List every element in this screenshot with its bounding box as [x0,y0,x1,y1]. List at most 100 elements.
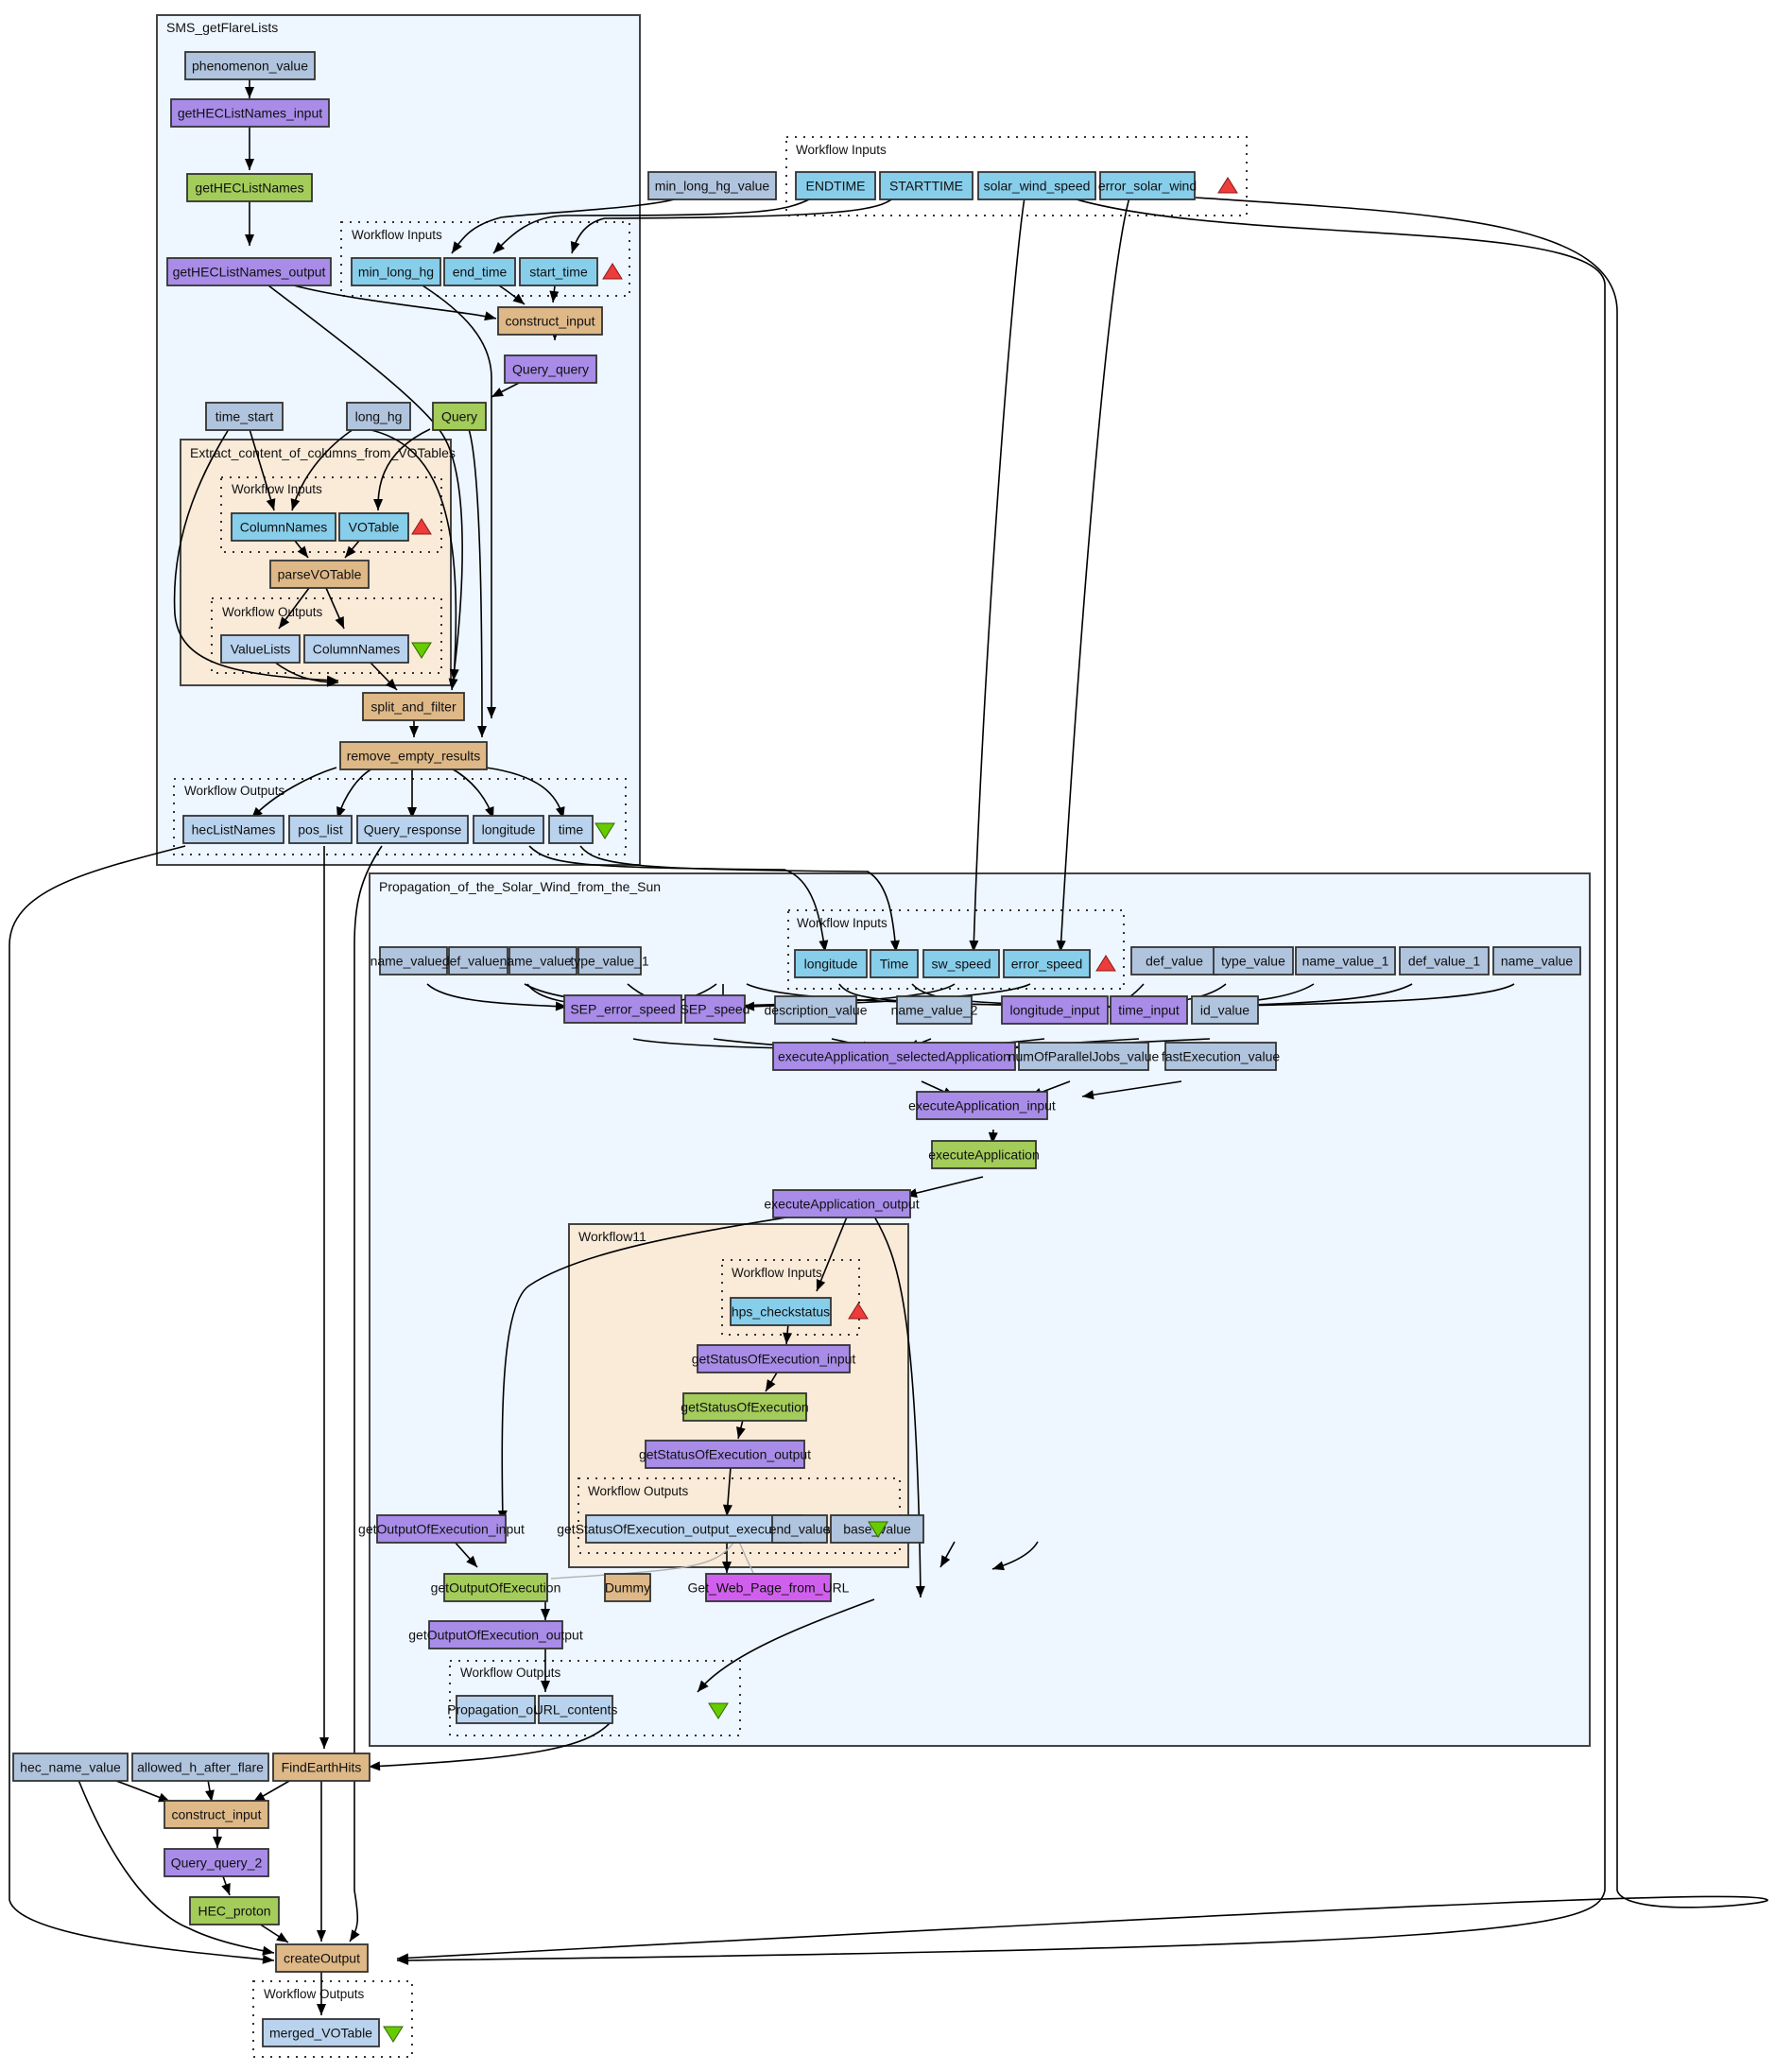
node-label: merged_VOTable [269,2026,372,2041]
node-min-long-hg[interactable]: min_long_hg [351,257,441,286]
node-time-input[interactable]: time_input [1110,995,1188,1025]
node-fastexecution-value[interactable]: fastExecution_value [1162,1042,1281,1071]
node-get-web-page-from-url[interactable]: Get_Web_Page_from_URL [688,1573,850,1602]
node-createoutput[interactable]: createOutput [275,1943,369,1973]
node-hec-name-value[interactable]: hec_name_value [12,1753,129,1782]
node-query-query-2[interactable]: Query_query_2 [164,1848,269,1877]
node-longitude-in[interactable]: longitude [794,949,868,978]
arrowhead-icon [992,1561,1005,1571]
node-end-value[interactable]: end_value [769,1514,831,1544]
node-label: type_value [1221,954,1285,969]
node-allowed-h-after-flare[interactable]: allowed_h_after_flare [131,1753,269,1782]
node-getheclistnames[interactable]: getHECListNames [186,173,313,202]
node-sw-speed[interactable]: sw_speed [922,949,1000,978]
node-box [428,1620,563,1649]
node-box [730,1297,832,1326]
node-getoutputofexecution[interactable]: getOutputOfExecution [431,1573,561,1602]
node-valuelists[interactable]: ValueLists [220,634,301,664]
node-columnnames-in[interactable]: ColumnNames [231,512,336,542]
node-name-value-2[interactable]: name_value_2 [891,995,978,1025]
arrowhead-icon [512,293,525,304]
node-label: parseVOTable [278,567,362,582]
node-findearthhits[interactable]: FindEarthHits [272,1753,371,1782]
node-solar-wind-speed[interactable]: solar_wind_speed [977,171,1096,200]
node-id-value[interactable]: id_value [1191,995,1259,1025]
node-hps-checkstatus[interactable]: hps_checkstatus [730,1297,832,1326]
node-columnnames-out[interactable]: ColumnNames [303,634,409,664]
node-remove-empty-results[interactable]: remove_empty_results [339,741,488,770]
node-time-in[interactable]: Time [870,949,919,978]
node-heclistnames[interactable]: hecListNames [182,815,284,844]
node-query[interactable]: Query [432,402,487,431]
node-time-out[interactable]: time [548,815,594,844]
node-longitude-out[interactable]: longitude [473,815,544,844]
node-endtime[interactable]: ENDTIME [795,171,876,200]
node-executeapplication-output[interactable]: executeApplication_output [764,1189,920,1218]
node-label: SEP_error_speed [570,1002,675,1017]
node-start-time[interactable]: start_time [519,257,598,286]
node-executeapplication-selectedapplication[interactable]: executeApplication_selectedApplication [772,1042,1016,1071]
node-type-value-1[interactable]: type_value_1 [570,946,649,976]
node-getstatusofexecution-input[interactable]: getStatusOfExecution_input [692,1344,856,1373]
node-construct-input-2[interactable]: construct_input [164,1800,269,1829]
arrowhead-icon [245,234,254,246]
node-name-value-1[interactable]: name_value_1 [1295,946,1396,976]
node-starttime[interactable]: STARTTIME [879,171,974,200]
group-extract-outputs: Workflow Outputs [211,597,442,674]
node-longitude-input[interactable]: longitude_input [1001,995,1109,1025]
node-label: Query [441,409,477,424]
arrowhead-icon [549,290,560,302]
node-box [931,1140,1037,1169]
node-getstatusofexecution[interactable]: getStatusOfExecution [681,1392,809,1422]
node-end-time[interactable]: end_time [443,257,516,286]
node-box [303,634,409,664]
node-getheclistnames-input[interactable]: getHECListNames_input [170,98,330,128]
node-numofparalleljobs-value[interactable]: numOfParallelJobs_value [1008,1042,1160,1071]
node-propagation-out[interactable]: Propagation_out [447,1695,544,1724]
node-error-speed[interactable]: error_speed [1003,949,1091,978]
node-label: getHECListNames_input [178,106,322,121]
node-name-value-4[interactable]: name_value_4 [371,946,457,976]
node-executeapplication-input[interactable]: executeApplication_input [908,1091,1056,1120]
node-getoutputofexecution-output[interactable]: getOutputOfExecution_output [408,1620,583,1649]
node-type-value[interactable]: type_value [1213,946,1294,976]
node-name-value-3[interactable]: name_value_3 [500,946,587,976]
node-error-solar-wind[interactable]: error_solar_wind [1098,171,1197,200]
node-def-value[interactable]: def_value [1130,946,1218,976]
node-box [164,1800,269,1829]
node-construct-input[interactable]: construct_input [497,306,603,336]
node-executeapplication[interactable]: executeApplication [928,1140,1040,1169]
node-getheclistnames-output[interactable]: getHECListNames_output [166,257,332,286]
node-pos-list[interactable]: pos_list [288,815,353,844]
node-hec-proton[interactable]: HEC_proton [189,1896,280,1925]
node-getstatusofexecution-output[interactable]: getStatusOfExecution_output [639,1440,811,1469]
node-def-value-1[interactable]: def_value_1 [1399,946,1490,976]
arrowhead-icon [253,1791,266,1802]
node-min-long-hg-value[interactable]: min_long_hg_value [647,171,777,200]
node-long-hg[interactable]: long_hg [346,402,411,431]
node-phenomenon-value[interactable]: phenomenon_value [184,51,316,80]
arrowhead-icon [722,1504,732,1516]
node-box [1018,1042,1149,1071]
node-url-contents[interactable]: URL_contents [534,1695,618,1724]
node-description-value[interactable]: description_value [765,995,868,1025]
node-name-value[interactable]: name_value [1492,946,1581,976]
node-dummy[interactable]: Dummy [604,1573,651,1602]
node-merged-votable[interactable]: merged_VOTable [262,2018,380,2047]
node-getoutputofexecution-input[interactable]: getOutputOfExecution_input [358,1514,525,1544]
node-label: start_time [529,265,588,280]
node-query-query[interactable]: Query_query [504,354,597,384]
node-label: def_value_2 [442,954,515,969]
arrowhead-icon [297,545,308,558]
node-def-value-2[interactable]: def_value_2 [442,946,515,976]
node-sep-error-speed[interactable]: SEP_error_speed [563,994,682,1024]
node-query-response[interactable]: Query_response [356,815,469,844]
node-parsevotable[interactable]: parseVOTable [269,560,370,589]
node-votable[interactable]: VOTable [338,512,409,542]
node-split-and-filter[interactable]: split_and_filter [362,692,465,721]
node-time-start[interactable]: time_start [205,402,284,431]
node-sep-speed[interactable]: SEP_speed [681,994,750,1024]
node-box [896,995,973,1025]
node-box [220,634,301,664]
node-label: time_input [1118,1003,1180,1018]
